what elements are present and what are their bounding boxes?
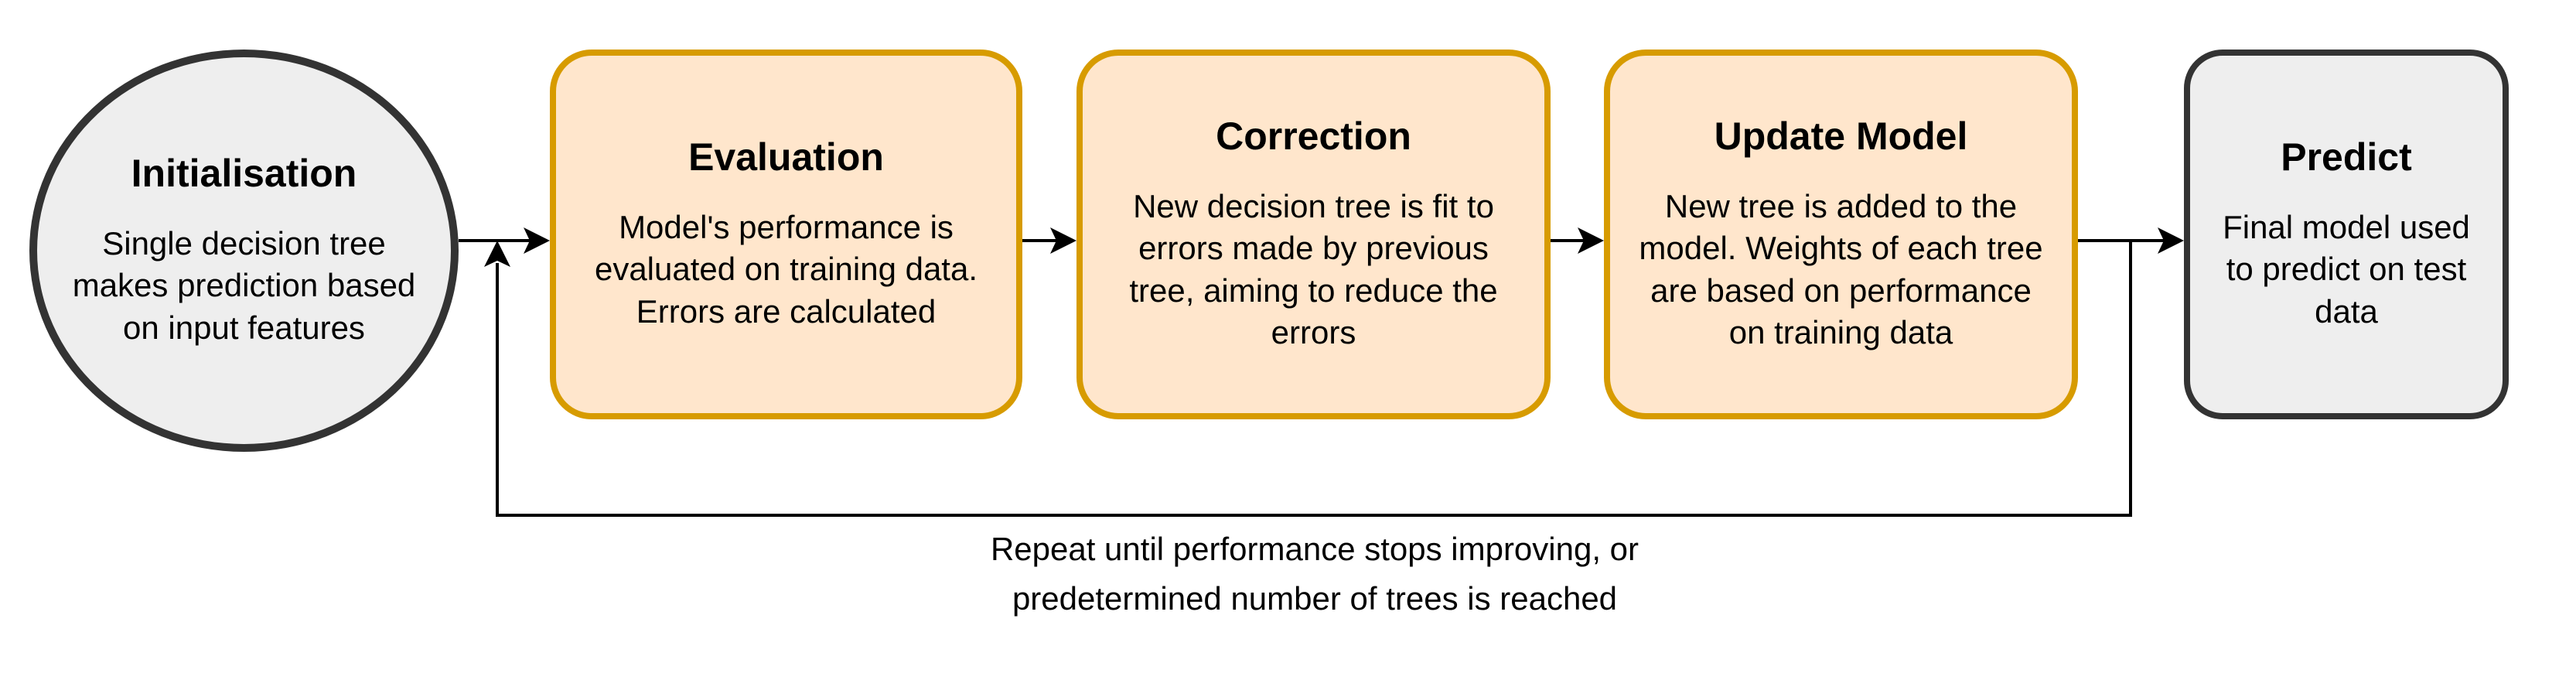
- correction-description: New decision tree is fit to errors made …: [1129, 187, 1498, 351]
- evaluation-title: Evaluation: [688, 135, 884, 179]
- loop-label: Repeat until performance stops improving…: [990, 531, 1639, 617]
- loop-back-arrow: [496, 241, 2132, 517]
- evaluation-description: Model's performance is evaluated on trai…: [594, 208, 978, 330]
- initialisation-node: Initialisation Single decision tree make…: [29, 50, 459, 452]
- correction-node: Correction New decision tree is fit to e…: [1076, 50, 1551, 419]
- arrowhead-evaluation: [524, 227, 550, 254]
- evaluation-node: Evaluation Model's performance is evalua…: [550, 50, 1022, 419]
- arrowhead-loop: [484, 241, 510, 267]
- update-model-node: Update Model New tree is added to the mo…: [1604, 50, 2078, 419]
- correction-title: Correction: [1216, 114, 1411, 159]
- predict-title: Predict: [2281, 135, 2412, 179]
- update-model-description: New tree is added to the model. Weights …: [1639, 187, 2043, 351]
- predict-description: Final model used to predict on test data: [2223, 208, 2470, 330]
- initialisation-description: Single decision tree makes prediction ba…: [72, 224, 416, 347]
- arrowhead-predict: [2158, 227, 2184, 254]
- arrowhead-update-model: [1578, 227, 1604, 254]
- initialisation-title: Initialisation: [131, 152, 357, 196]
- update-model-title: Update Model: [1714, 114, 1968, 159]
- predict-node: Predict Final model used to predict on t…: [2184, 50, 2509, 419]
- arrowhead-correction: [1050, 227, 1076, 254]
